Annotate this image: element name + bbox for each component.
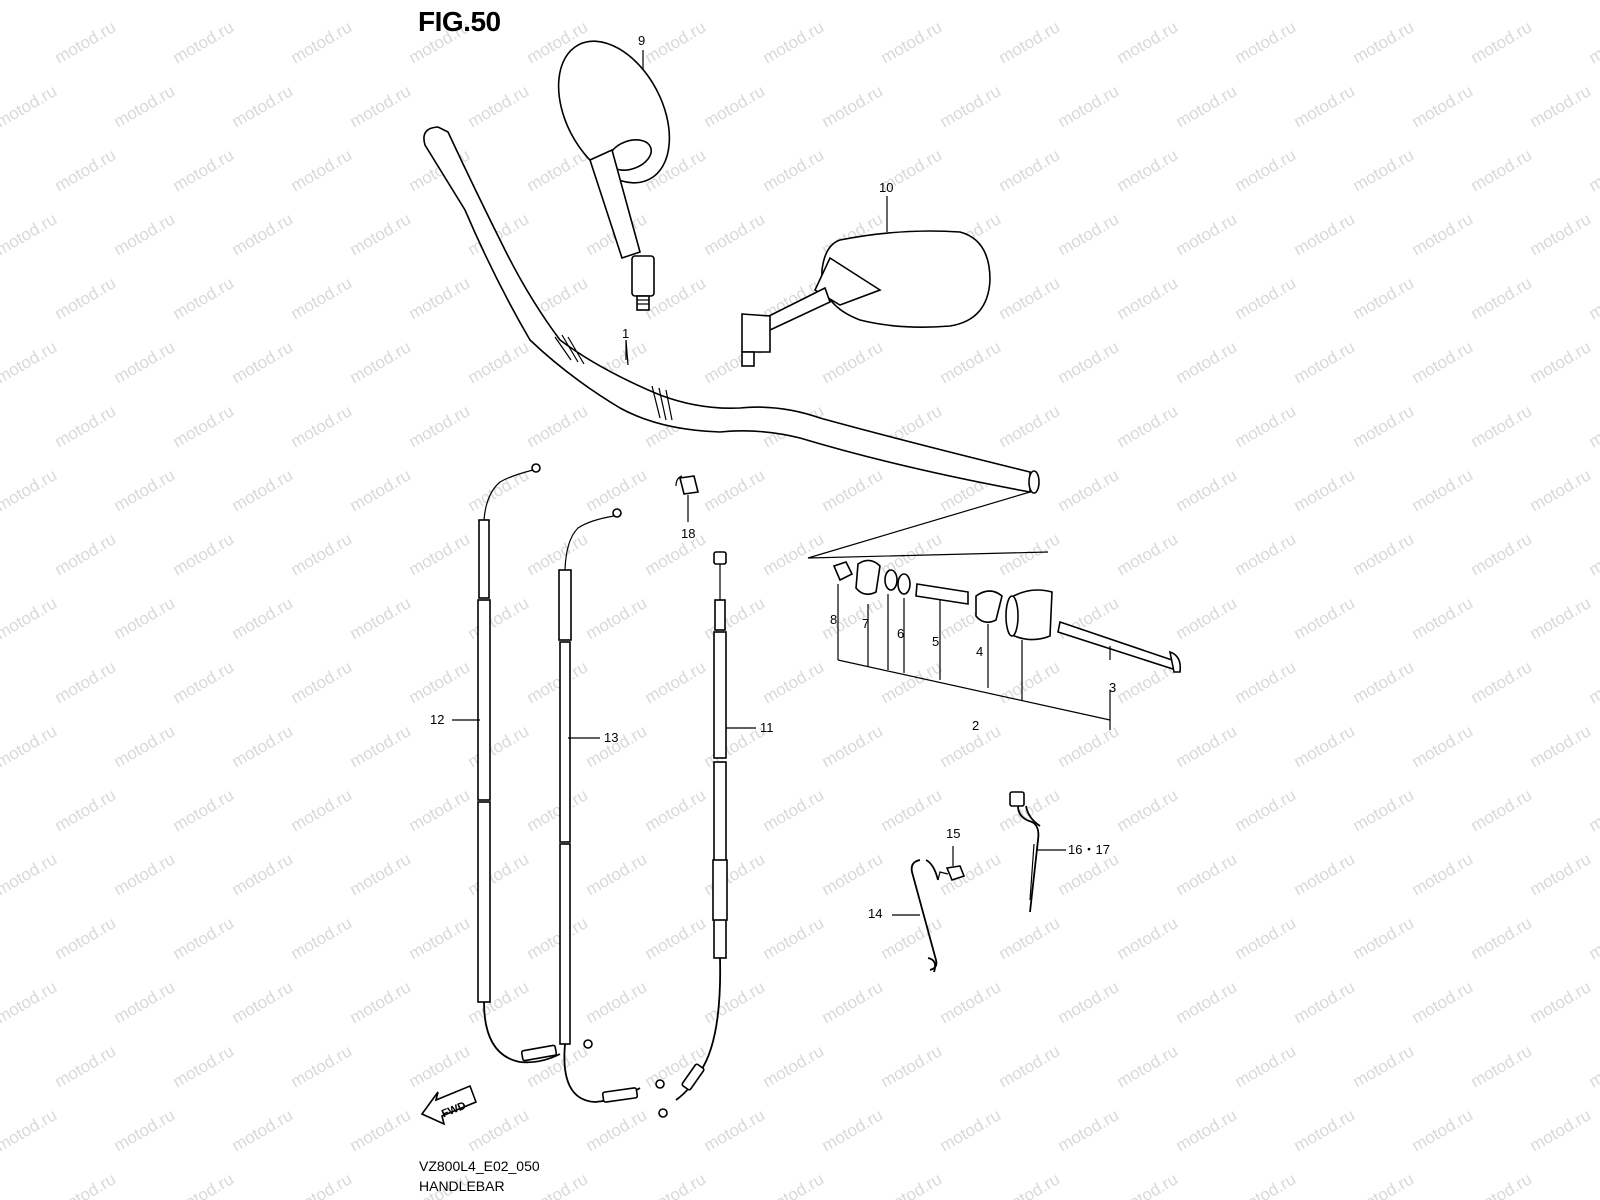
callout-1: 1 xyxy=(622,326,629,341)
callout-8: 8 xyxy=(830,612,837,627)
callout-18: 18 xyxy=(681,526,695,541)
right-mirror xyxy=(741,230,991,367)
figure-code: VZ800L4_E02_050 xyxy=(419,1158,540,1174)
callout-13: 13 xyxy=(604,730,618,745)
figure-name: HANDLEBAR xyxy=(419,1178,505,1194)
cable-guide-14 xyxy=(910,859,939,973)
bolt-15 xyxy=(937,865,966,881)
callout-3: 3 xyxy=(1109,680,1116,695)
callout-leaders xyxy=(452,50,1066,916)
clutch-cable-11 xyxy=(658,551,728,1118)
callout-14: 14 xyxy=(868,906,882,921)
callout-2: 2 xyxy=(972,718,979,733)
throttle-cable-12 xyxy=(477,463,593,1064)
callout-4: 4 xyxy=(976,644,983,659)
callout-11: 11 xyxy=(760,720,774,735)
callout-12: 12 xyxy=(430,712,444,727)
handlebar-balancer-assembly xyxy=(807,491,1182,730)
cable-clamp-18 xyxy=(675,475,699,495)
callout-6: 6 xyxy=(897,626,904,641)
callout-16-17: 16・17 xyxy=(1068,842,1110,857)
cable-tie-16-17 xyxy=(1009,791,1041,913)
throttle-cable-13 xyxy=(558,508,665,1103)
callout-15: 15 xyxy=(946,826,960,841)
forward-arrow: FWD xyxy=(420,1084,478,1126)
callout-7: 7 xyxy=(862,616,869,631)
callout-labels: 9 10 1 18 8 7 6 5 4 3 2 12 13 11 15 16・1… xyxy=(430,33,1116,921)
figure-title: FIG.50 xyxy=(418,6,501,37)
left-mirror xyxy=(557,40,671,311)
callout-10: 10 xyxy=(879,180,893,195)
callout-9: 9 xyxy=(638,33,645,48)
callout-5: 5 xyxy=(932,634,939,649)
